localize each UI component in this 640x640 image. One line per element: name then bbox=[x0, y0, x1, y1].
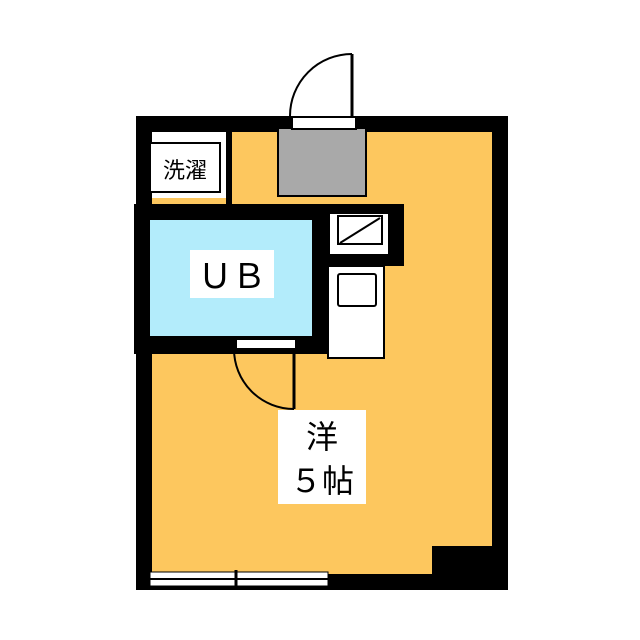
washer-label: 洗濯 bbox=[163, 159, 207, 184]
sink bbox=[337, 273, 377, 307]
bath-door-swing bbox=[233, 348, 295, 410]
washer-wall bbox=[226, 132, 232, 204]
bath-label: ＵＢ bbox=[198, 257, 266, 297]
room-size-label: ５帖 bbox=[290, 462, 354, 500]
room-label-bg bbox=[278, 410, 366, 504]
entrance-door-opening bbox=[291, 116, 357, 130]
corner-pillar bbox=[432, 546, 492, 590]
room-type-label: 洋 bbox=[306, 418, 338, 456]
bath-label-bg bbox=[190, 250, 274, 298]
bath-door-opening bbox=[235, 338, 297, 350]
entrance-door-swing bbox=[289, 53, 353, 117]
stove-diagonal bbox=[339, 217, 381, 244]
entrance-floor bbox=[277, 127, 367, 197]
washer-box bbox=[149, 142, 221, 193]
